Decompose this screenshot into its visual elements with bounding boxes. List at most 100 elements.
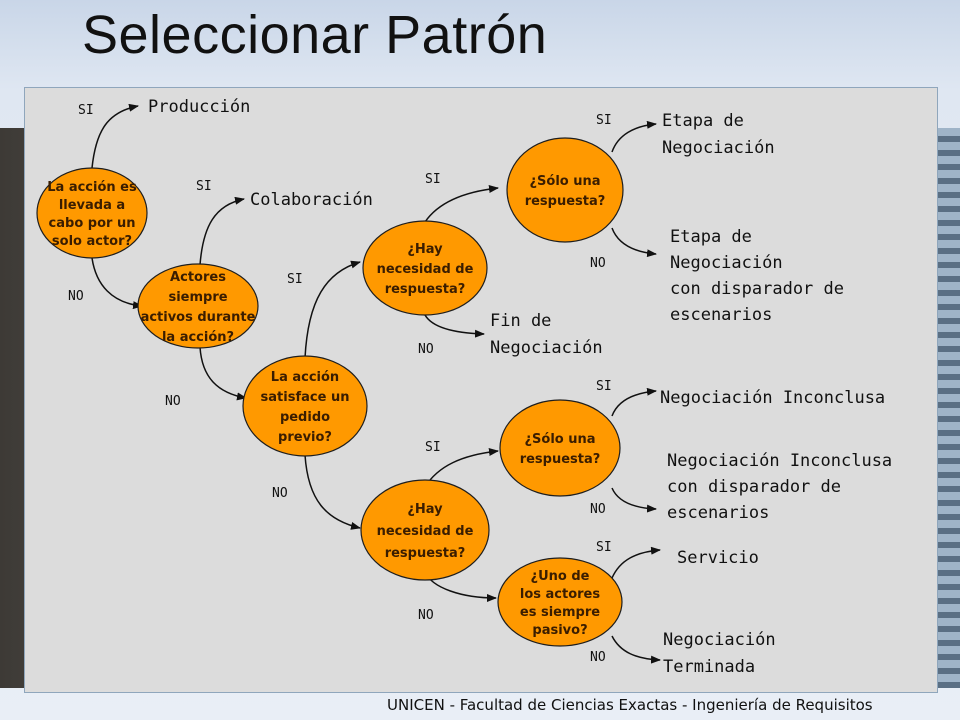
edge-label-si: SI [287,272,303,287]
text-line: ¿Hay [407,242,443,257]
outcome-negociacion-inconclusa: Negociación Inconclusa [660,388,885,408]
text-line: previo? [278,430,332,445]
text-line: activos durante [141,310,256,325]
text-line: satisface un [261,390,350,405]
decision-node: ¿Sólo una respuesta? [506,137,624,243]
edge-n3-n4 [304,260,361,359]
edge-n1-produccion [91,103,139,169]
edge-label-no: NO [68,289,84,304]
edge-n1-n2 [91,257,143,310]
text-line: Actores [170,270,226,285]
text-line: La acción [271,370,339,385]
edge-label-si: SI [596,540,612,555]
text-line: Negociación [663,630,776,650]
text-line: escenarios [670,305,772,325]
text-line: Producción [148,97,250,117]
decision-node-text: Actores siempre activos durante la acción? [141,270,256,345]
edge-labels: SI NO SI NO SI NO SI NO SI NO SI NO SI N… [68,103,612,665]
decision-node-text: ¿Sólo una respuesta? [520,432,601,467]
text-line: Negociación [490,338,603,358]
outcome-colaboracion: Colaboración [250,190,373,210]
edge-label-si: SI [196,179,212,194]
edge-n8-servicio [611,546,661,579]
text-line: los actores [520,587,601,602]
edge-label-no: NO [590,502,606,517]
edge-label-no: NO [165,394,181,409]
decision-node: La acción satisface un pedido previo? [242,355,368,457]
text-line: con disparador de [670,279,844,299]
decision-node: Actores siempre activos durante la acción? [137,263,259,349]
text-line: necesidad de [377,524,474,539]
edge-n7-inconclusa-disp [611,487,657,513]
decision-node-text: La acción satisface un pedido previo? [261,370,350,445]
text-line: respuesta? [385,546,466,561]
decision-node: ¿Uno de los actores es siempre pasivo? [497,557,623,647]
text-line: ¿Sólo una [529,174,600,189]
text-line: La acción es [47,180,137,195]
outcome-fin-negociacion: Fin de Negociación [490,311,603,358]
edge-n5-etapa-disp [611,227,657,258]
edge-label-si: SI [425,172,441,187]
edge-label-no: NO [590,650,606,665]
text-line: cabo por un [49,216,136,231]
decision-node-shape [499,399,621,497]
text-line: necesidad de [377,262,474,277]
edge-label-no: NO [590,256,606,271]
edge-n4-fin [424,314,485,338]
edge-n5-etapa [611,120,657,153]
outcome-etapa-negociacion-disparador: Etapa de Negociación con disparador de esce… [670,227,844,325]
text-line: Etapa de [670,227,752,247]
edge-label-no: NO [418,342,434,357]
edge-n2-colaboracion [199,196,245,266]
text-line: con disparador de [667,477,841,497]
slide-footer: UNICEN - Facultad de Ciencias Exactas - … [387,696,873,714]
text-line: es siempre [520,605,600,620]
edge-n8-terminada [611,635,661,664]
text-line: ¿Uno de [531,569,590,584]
decision-node-shape [362,220,488,316]
edge-label-no: NO [418,608,434,623]
outcome-negociacion-inconclusa-disparador: Negociación Inconclusa con disparador de e… [667,451,892,523]
decision-node-text: ¿Sólo una respuesta? [525,174,606,209]
text-line: Negociación [662,138,775,158]
text-line: Negociación Inconclusa [667,451,892,471]
outcome-servicio: Servicio [677,548,759,568]
decision-node-shape [242,355,368,457]
text-line: la acción? [162,330,234,345]
edge-label-no: NO [272,486,288,501]
edge-label-si: SI [78,103,94,118]
text-line: Colaboración [250,190,373,210]
text-line: ¿Hay [407,502,443,517]
diagram-panel [24,87,938,693]
text-line: respuesta? [520,452,601,467]
edge-n3-n6 [304,454,361,530]
text-line: pasivo? [532,623,587,638]
decision-node-shape [497,557,623,647]
text-line: ¿Sólo una [524,432,595,447]
edge-n4-n5 [424,185,499,223]
text-line: Servicio [677,548,759,568]
edge-label-si: SI [596,379,612,394]
text-line: Negociación [670,253,783,273]
decision-node-shape [506,137,624,243]
text-line: Fin de [490,311,551,331]
outcomes: Producción Colaboración Etapa de Negociac… [148,97,892,677]
decision-node-shape [36,167,148,259]
text-line: respuesta? [385,282,466,297]
text-line: pedido [280,410,330,425]
decision-node-shape [360,479,490,581]
text-line: Etapa de [662,111,744,131]
text-line: siempre [168,290,227,305]
text-line: respuesta? [525,194,606,209]
outcome-produccion: Producción [148,97,250,117]
decision-node-text: ¿Hay necesidad de respuesta? [377,242,474,297]
text-line: escenarios [667,503,769,523]
decision-node: ¿Hay necesidad de respuesta? [360,479,490,581]
outcome-etapa-negociacion: Etapa de Negociación [662,111,775,158]
text-line: Negociación Inconclusa [660,388,885,408]
text-line: llevada a [59,198,125,213]
